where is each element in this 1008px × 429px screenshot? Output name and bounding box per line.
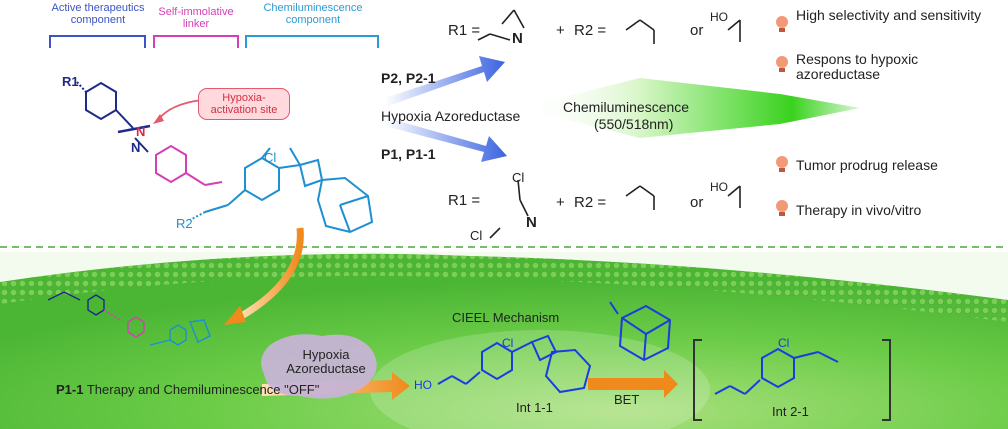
feature-therapy: Therapy in vivo/vitro	[796, 202, 922, 218]
cl-lower-top: Cl	[512, 170, 525, 185]
bet-orange-arrow	[588, 370, 678, 398]
feature-selectivity: High selectivity and sensitivity	[796, 7, 982, 23]
int-1-1-label: Int 1-1	[516, 400, 553, 415]
ho-upper: HO	[710, 10, 728, 24]
cell-illustration	[0, 252, 1008, 429]
cl-int1: Cl	[502, 336, 514, 350]
upper-reaction-arrow	[385, 56, 505, 106]
site-pointer-arrow	[157, 99, 203, 121]
adamantanone-structure	[609, 301, 672, 362]
down-orange-arrow	[236, 227, 304, 322]
or-upper: or	[690, 22, 704, 39]
emission-label: Chemiluminescence	[563, 99, 690, 115]
p1-1-name: P1-1	[56, 382, 84, 397]
ho-lower: HO	[710, 180, 728, 194]
active-component-label: Active therapeutics component	[51, 2, 145, 26]
feature-prodrug: Tumor prodrug release	[796, 157, 938, 173]
r1-label: R1	[62, 74, 79, 89]
azo-dioxetane-structure	[76, 81, 374, 234]
n-upper: N	[512, 30, 523, 47]
cl-int2: Cl	[778, 336, 790, 350]
r1-equals-lower: R1 =	[448, 192, 481, 209]
trigger-label: Hypoxia Azoreductase	[381, 108, 521, 124]
ho-bottom: HO	[414, 378, 432, 392]
cl-label: Cl	[264, 150, 277, 165]
p1-1-structure	[47, 291, 211, 346]
r2-equals-lower: R2 =	[574, 194, 607, 211]
int-2-1-structure	[693, 339, 891, 421]
p1-1-caption: P1-1 Therapy and Chemiluminescence "OFF"	[56, 382, 319, 397]
lightbulb-icon-4	[776, 200, 788, 216]
upper-probe-label: P2, P2-1	[381, 70, 436, 86]
linker-component-label: Self-immolative linker	[158, 6, 234, 30]
enzyme-label: Hypoxia Azoreductase	[286, 347, 366, 376]
lower-probe-label: P1, P1-1	[381, 146, 436, 162]
bet-label: BET	[614, 392, 640, 407]
chemi-component-label: Chemiluminescence component	[263, 2, 363, 26]
hypoxia-activation-site-label: Hypoxia-activation site	[198, 88, 290, 120]
azo-n2-label: N	[131, 140, 141, 155]
feature-azoreductase: Respons to hypoxic azoreductase	[796, 51, 919, 82]
r1-chloroethyl-structure	[489, 179, 529, 239]
plus-upper: +	[556, 22, 565, 39]
wavelength-label: (550/518nm)	[594, 116, 674, 132]
r2-structures	[625, 19, 741, 210]
or-lower: or	[690, 194, 704, 211]
azo-n1-label: N	[136, 124, 146, 139]
n-lower: N	[526, 214, 537, 231]
lower-reaction-arrow	[385, 118, 507, 162]
r2-equals-upper: R2 =	[574, 22, 607, 39]
cl-lower-bottom: Cl	[470, 228, 483, 243]
r2-label: R2	[176, 216, 193, 231]
p1-1-desc: Therapy and Chemiluminescence "OFF"	[86, 382, 320, 397]
int-1-1-structure	[437, 334, 592, 394]
cieel-label: CIEEL Mechanism	[452, 310, 560, 325]
int-2-1-label: Int 2-1	[772, 404, 809, 419]
component-brackets	[49, 35, 379, 48]
lightbulb-icon-1	[776, 16, 788, 32]
plus-lower: +	[556, 194, 565, 211]
chemiluminescence-glow	[520, 78, 860, 138]
r1-equals-upper: R1 =	[448, 22, 481, 39]
r1-ethyl-structure	[477, 9, 525, 41]
lightbulb-icon-3	[776, 156, 788, 172]
lightbulb-icon-2	[776, 56, 788, 72]
azoreductase-blob	[261, 334, 377, 399]
